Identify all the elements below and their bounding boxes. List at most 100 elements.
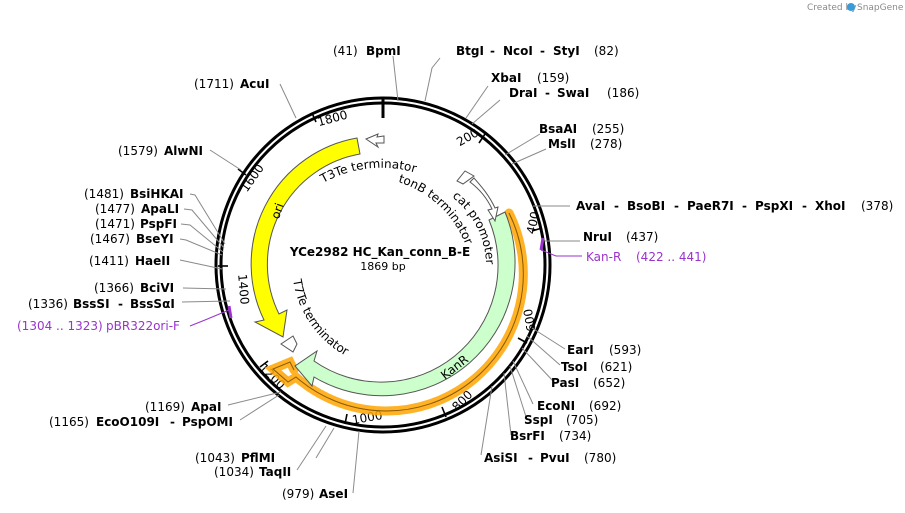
site-sep: - xyxy=(540,44,545,58)
site-186[interactable]: DraI - SwaI (186) xyxy=(509,86,639,100)
site-name: AseI xyxy=(319,487,348,501)
site-pos: (255) xyxy=(592,122,624,136)
site-780[interactable]: AsiSI - PvuI (780) xyxy=(484,451,616,465)
site-name: TaqII xyxy=(259,465,291,479)
site-name: BtgI xyxy=(456,44,484,58)
site-sep: - xyxy=(118,297,123,311)
site-name: MslI xyxy=(548,137,576,151)
site-name: HaeII xyxy=(135,254,170,268)
site-pos: (437) xyxy=(626,230,658,244)
primer-pos-pbr322ori-f: (1304 .. 1323) xyxy=(17,319,103,333)
created-by-label: Created by xyxy=(807,3,857,13)
feature-ori[interactable]: ori xyxy=(250,137,361,338)
site-name: BsaAI xyxy=(539,122,577,136)
site-name: SspI xyxy=(524,413,553,427)
site-name: EarI xyxy=(567,343,594,357)
site-name: NruI xyxy=(583,230,612,244)
site-1711[interactable]: (1711) AcuI xyxy=(194,77,269,91)
site-sep: - xyxy=(674,199,679,213)
site-name: StyI xyxy=(553,44,580,58)
primer-pos-kan-r: (422 .. 441) xyxy=(636,250,706,264)
site-name: XbaI xyxy=(491,71,521,85)
site-name: AsiSI xyxy=(484,451,518,465)
site-82[interactable]: BtgI - NcoI - StyI (82) xyxy=(456,44,619,58)
feature-kanr[interactable]: KanR xyxy=(264,208,528,416)
tick-marks xyxy=(218,112,543,425)
tick-label-600: 600 xyxy=(521,308,539,333)
site-1579[interactable]: (1579) AlwNI xyxy=(118,144,203,158)
feature-label-t7te: T7Te terminator xyxy=(290,277,351,358)
site-pos: (1467) xyxy=(90,232,130,246)
site-name: AcuI xyxy=(240,77,269,91)
site-1467[interactable]: (1467) BseYI xyxy=(90,232,174,246)
site-pos: (41) xyxy=(333,44,358,58)
site-705[interactable]: SspI (705) xyxy=(524,413,598,427)
site-name: TsoI xyxy=(561,360,587,374)
site-name: PspXI xyxy=(755,199,793,213)
site-pos: (1034) xyxy=(214,465,254,479)
site-sep: - xyxy=(802,199,807,213)
backbone xyxy=(214,96,552,434)
site-621[interactable]: TsoI (621) xyxy=(561,360,632,374)
feature-t7te-terminator[interactable]: T7Te terminator xyxy=(280,277,351,358)
primer-name-kan-r: Kan-R xyxy=(586,250,621,264)
site-name: AvaI xyxy=(576,199,605,213)
site-name: BssSI xyxy=(73,297,110,311)
tick-label-1400: 1400 xyxy=(235,273,252,305)
snapgene-brand: SnapGene xyxy=(857,3,904,13)
site-1165[interactable]: (1165) EcoO109I - PspOMI xyxy=(49,415,233,429)
site-692[interactable]: EcoNI (692) xyxy=(537,399,621,413)
site-name: NcoI xyxy=(503,44,533,58)
site-1169[interactable]: (1169) ApaI xyxy=(145,400,221,414)
site-255[interactable]: BsaAI (255) xyxy=(539,122,624,136)
site-name: PflMI xyxy=(241,451,275,465)
site-pos: (652) xyxy=(593,376,625,390)
site-pos: (378) xyxy=(861,199,893,213)
restriction-sites: (41) BpmI BtgI - NcoI - StyI (82) XbaI (… xyxy=(28,44,893,501)
site-734[interactable]: BsrFI (734) xyxy=(510,429,591,443)
site-1336[interactable]: (1336) BssSI - BssSαI xyxy=(28,297,175,311)
site-41[interactable]: (41) BpmI xyxy=(333,44,401,58)
site-1034[interactable]: (1034) TaqII xyxy=(214,465,291,479)
site-pos: (186) xyxy=(607,86,639,100)
site-278[interactable]: MslI (278) xyxy=(548,137,622,151)
site-1411[interactable]: (1411) HaeII xyxy=(89,254,170,268)
site-name: DraI xyxy=(509,86,537,100)
site-pos: (1471) xyxy=(95,217,135,231)
site-name: XhoI xyxy=(815,199,846,213)
site-159[interactable]: XbaI (159) xyxy=(491,71,569,85)
primer-kan-r[interactable]: Kan-R (422 .. 441) xyxy=(539,237,706,264)
plasmid-length: 1869 bp xyxy=(360,260,405,273)
site-name: PspOMI xyxy=(182,415,233,429)
site-pos: (734) xyxy=(559,429,591,443)
site-378[interactable]: AvaI - BsoBI - PaeR7I - PspXI - XhoI (37… xyxy=(576,199,893,213)
site-pos: (82) xyxy=(594,44,619,58)
site-pos: (1165) xyxy=(49,415,89,429)
site-1471[interactable]: (1471) PspFI xyxy=(95,217,177,231)
site-1481[interactable]: (1481) BsiHKAI xyxy=(84,187,184,201)
site-pos: (278) xyxy=(590,137,622,151)
site-name: SwaI xyxy=(557,86,589,100)
site-sep: - xyxy=(490,44,495,58)
site-name: BseYI xyxy=(136,232,174,246)
site-1477[interactable]: (1477) ApaLI xyxy=(95,202,179,216)
site-1043[interactable]: (1043) PflMI xyxy=(195,451,275,465)
site-name: BsoBI xyxy=(627,199,665,213)
primer-pbr322ori-f[interactable]: (1304 .. 1323) pBR322ori-F xyxy=(17,305,233,333)
primer-name-pbr322ori-f: pBR322ori-F xyxy=(106,319,180,333)
site-1366[interactable]: (1366) BciVI xyxy=(94,281,174,295)
feature-label-ori: ori xyxy=(268,201,286,220)
site-pos: (780) xyxy=(584,451,616,465)
site-593[interactable]: EarI (593) xyxy=(567,343,641,357)
site-name: PaeR7I xyxy=(687,199,734,213)
site-979[interactable]: (979) AseI xyxy=(282,487,348,501)
site-652[interactable]: PasI (652) xyxy=(551,376,625,390)
site-pos: (979) xyxy=(282,487,314,501)
site-sep: - xyxy=(742,199,747,213)
site-pos: (1477) xyxy=(95,202,135,216)
snapgene-logo-icon xyxy=(847,3,855,11)
site-sep: - xyxy=(614,199,619,213)
site-name: BpmI xyxy=(366,44,401,58)
site-437[interactable]: NruI (437) xyxy=(583,230,658,244)
